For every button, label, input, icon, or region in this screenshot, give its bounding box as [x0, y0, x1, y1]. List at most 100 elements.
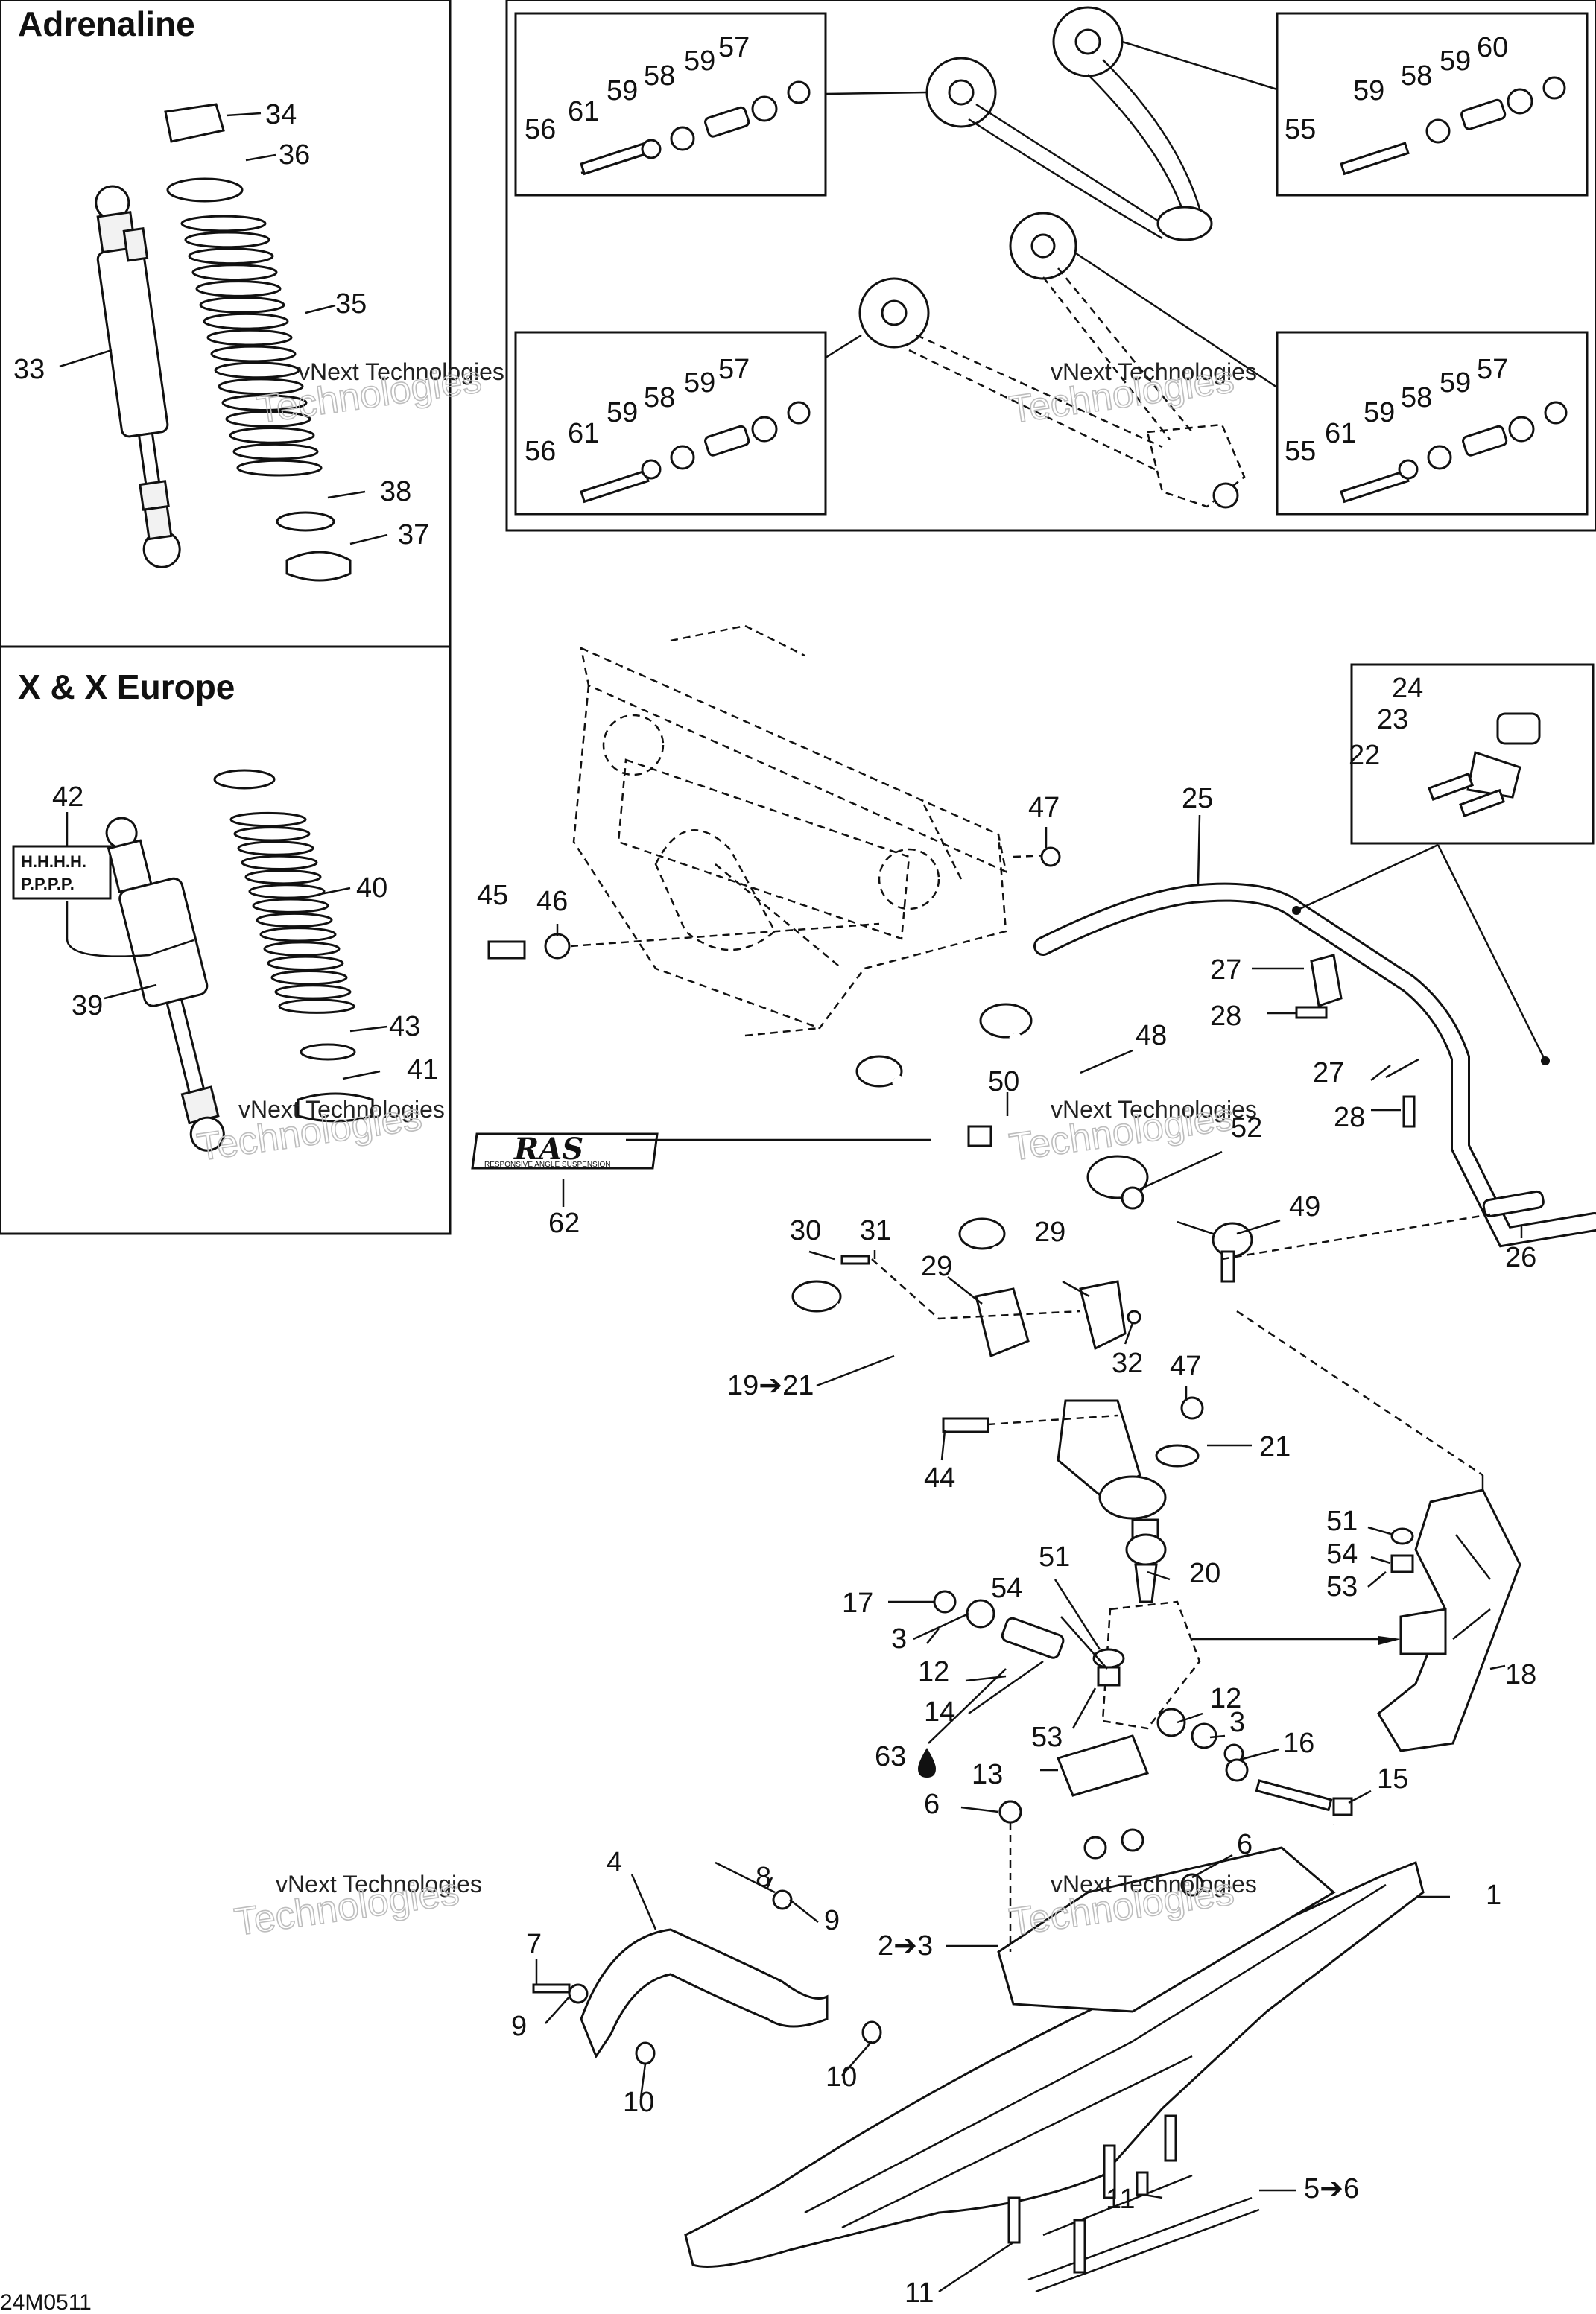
- callout: 54: [1326, 1538, 1358, 1570]
- spring-coil: [195, 280, 282, 297]
- hardware-box-bottom-left: [514, 331, 827, 516]
- spring-coil: [237, 840, 314, 856]
- callout: 45: [477, 880, 508, 911]
- callout: 47: [1028, 792, 1060, 823]
- callout: 43: [389, 1011, 420, 1042]
- ras-logo: RAS RESPONSIVE ANGLE SUSPENSION: [471, 1132, 659, 1170]
- watermark-line1d: vNext Technologies: [1051, 1096, 1257, 1123]
- x-europe-shock-group: H.H.H.H. P.P.P.P.: [12, 769, 374, 1152]
- adrenaline-shock-group: [95, 103, 352, 582]
- spring-coil: [267, 955, 344, 971]
- callout: 29: [921, 1251, 952, 1282]
- callout: 3: [1229, 1707, 1245, 1738]
- callout: 55: [1285, 114, 1316, 145]
- callout: 59: [684, 45, 715, 77]
- callout: 9: [511, 2011, 527, 2042]
- spring-coil: [188, 247, 274, 265]
- callout: 17: [842, 1588, 873, 1619]
- ski-nuts-6: [998, 1800, 1022, 1952]
- callout: 20: [1189, 1558, 1220, 1589]
- callout: 39: [72, 990, 103, 1021]
- callout: 41: [407, 1054, 438, 1085]
- grease-drop-icon: [918, 1748, 936, 1778]
- spring-coil: [236, 459, 323, 477]
- callout: 13: [972, 1759, 1003, 1790]
- spring-coil: [225, 411, 311, 428]
- ski-handle-4: [532, 1861, 882, 2065]
- spring-coil: [259, 927, 337, 942]
- callout: 38: [380, 476, 411, 507]
- callout: 61: [568, 96, 599, 127]
- callout: 4: [607, 1847, 622, 1878]
- callout: 37: [398, 519, 429, 551]
- svg-text:P.P.P.P.: P.P.P.P.: [21, 875, 75, 893]
- spring-coil: [229, 427, 315, 444]
- spring-coil: [229, 811, 307, 828]
- callout: 33: [13, 354, 45, 385]
- spring-coil: [241, 855, 318, 871]
- callout: 57: [1477, 354, 1508, 385]
- ski-bolt-15: [1225, 1758, 1353, 1816]
- spring-coil: [203, 312, 289, 330]
- callout: 6: [924, 1789, 940, 1820]
- callout: 56: [525, 436, 556, 467]
- callout: 16: [1283, 1728, 1314, 1759]
- callout: 15: [1377, 1763, 1408, 1795]
- spring-coil: [214, 361, 300, 379]
- spring-coil: [210, 345, 297, 363]
- callout: 29: [1034, 1217, 1065, 1248]
- callout: 14: [924, 1696, 955, 1728]
- callouts-adrenaline: 34 36 35 33 38 37: [13, 99, 429, 551]
- spring-coil: [278, 998, 355, 1014]
- callout: 2➔3: [878, 1930, 933, 1962]
- callout: 3: [891, 1623, 907, 1655]
- callout: 11: [1106, 2184, 1135, 2215]
- callout: 42: [52, 782, 83, 813]
- callouts-box-top-right: 60 59 58 59 55: [1285, 32, 1508, 145]
- ball-joint-20: [1125, 1518, 1167, 1603]
- spring-coil: [244, 869, 322, 885]
- spring-coil: [248, 884, 326, 899]
- watermark-line1b: vNext Technologies: [1051, 358, 1257, 385]
- spring-coil: [274, 984, 352, 1000]
- ras-logo-subtext: RESPONSIVE ANGLE SUSPENSION: [484, 1161, 611, 1169]
- spring-coil: [270, 969, 348, 986]
- lower-a-arm-top: [825, 212, 1278, 509]
- inset-box-bracket: [1350, 663, 1595, 845]
- callouts-box-top-left: 57 59 58 59 61 56: [525, 32, 750, 145]
- spring-coil: [180, 215, 267, 232]
- adrenaline-title: Adrenaline: [18, 4, 195, 43]
- callout: 18: [1505, 1659, 1536, 1690]
- callout: 24: [1392, 673, 1423, 704]
- spring-coil: [199, 297, 285, 314]
- upper-arm-panel: [505, 0, 1596, 532]
- callout: 61: [568, 418, 599, 449]
- callout: 32: [1112, 1348, 1143, 1379]
- callout: 12: [918, 1656, 949, 1687]
- callout: 51: [1039, 1541, 1070, 1573]
- hardware-box-bottom-right: [1276, 331, 1589, 516]
- sway-bar: [1033, 843, 1596, 1248]
- callout: 9: [824, 1905, 840, 1936]
- callout: 58: [644, 382, 675, 413]
- spring-coil: [232, 443, 319, 460]
- shock-guards: [840, 1255, 1141, 1358]
- spindle-18: [1192, 1310, 1521, 1752]
- callout: 50: [988, 1066, 1019, 1097]
- callout: 40: [356, 872, 387, 904]
- watermark-group: vNext Technologies Technologies vNext Te…: [194, 357, 1257, 1944]
- callout: 6: [1237, 1829, 1253, 1860]
- callout: 47: [1170, 1351, 1201, 1382]
- callout: 56: [525, 114, 556, 145]
- spring-coil: [256, 912, 333, 928]
- callout: 21: [1259, 1431, 1291, 1462]
- callout: 12: [1210, 1683, 1241, 1714]
- callout: 58: [1401, 382, 1432, 413]
- bracket-27-28: [1295, 954, 1419, 1128]
- ski-runners: [1007, 2114, 1260, 2293]
- callout: 59: [1364, 397, 1395, 428]
- callout: 36: [279, 139, 310, 171]
- callout: 11: [905, 2277, 934, 2309]
- callout: 10: [826, 2061, 857, 2093]
- drawing-code: 24M0511: [0, 2290, 92, 2314]
